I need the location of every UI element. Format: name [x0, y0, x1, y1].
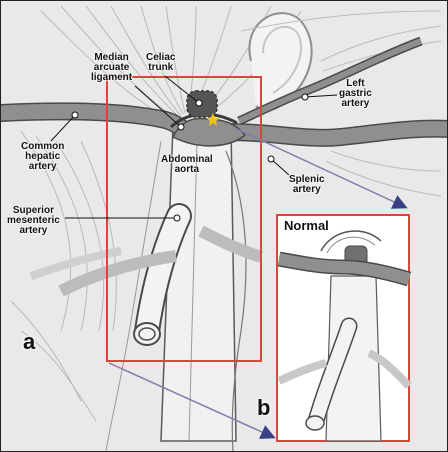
panel-a-highlight-box [106, 76, 262, 362]
arrow-to-panel-b-bottom [108, 362, 276, 439]
label-median-arcuate-ligament: Median arcuate ligament [91, 52, 133, 83]
ligament-fibers [10, 5, 302, 422]
leader-dots [71, 93, 309, 222]
panel-b-title: Normal [282, 218, 331, 233]
panel-b-inset [276, 214, 412, 442]
renal-branches [29, 225, 263, 297]
label-splenic-artery: Splenic artery [289, 174, 325, 195]
label-superior-mesenteric-artery: Superior mesenteric artery [7, 205, 60, 236]
leader-lines [50, 75, 338, 219]
arrow-to-panel-b-top [236, 128, 408, 209]
panel-a-label: a [23, 329, 36, 354]
label-celiac-trunk: Celiac trunk [146, 52, 176, 73]
panel-b-label: b [257, 395, 271, 420]
label-common-hepatic-artery: Common hepatic artery [21, 141, 65, 172]
celiac-trunk-vessel [171, 117, 247, 147]
compression-star-icon [206, 113, 220, 126]
superior-mesenteric-artery [133, 203, 192, 346]
label-left-gastric-artery: Left gastric artery [339, 78, 372, 109]
label-abdominal-aorta: Abdominal aorta [161, 154, 213, 175]
